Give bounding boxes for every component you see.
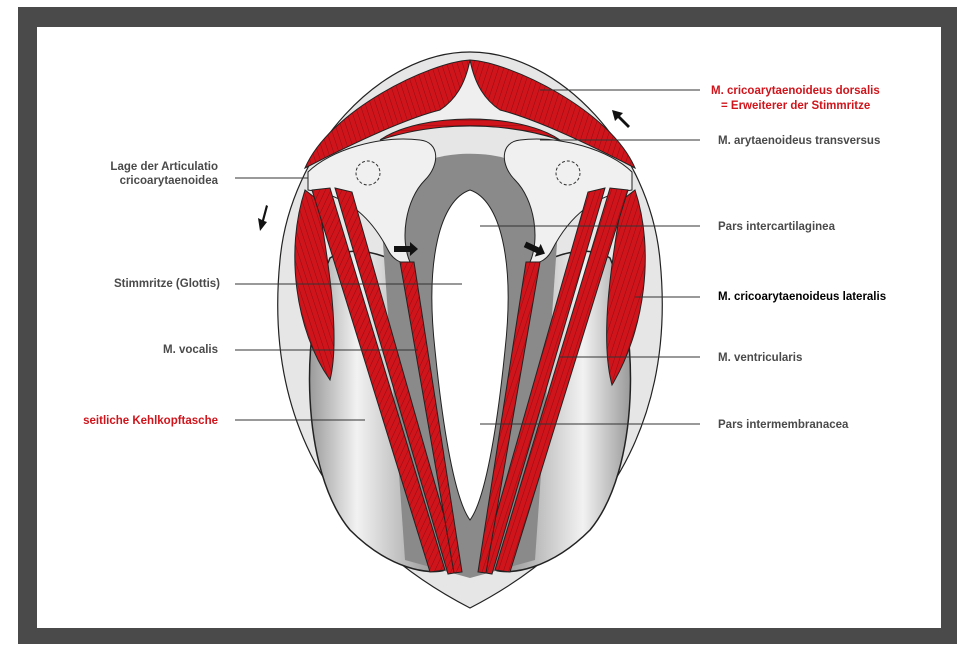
label-kehlkopftasche: seitliche Kehlkopftasche bbox=[48, 414, 218, 428]
label-intermembranacea: Pars intermembranacea bbox=[718, 418, 848, 432]
label-transversus: M. arytaenoideus transversus bbox=[718, 134, 880, 148]
arrow-icon-outer-right bbox=[612, 110, 630, 128]
arrow-icon-outer-left bbox=[258, 205, 268, 231]
label-dorsalis-line1: M. cricoarytaenoideus dorsalis bbox=[711, 84, 880, 98]
label-ventricularis: M. ventricularis bbox=[718, 351, 802, 365]
label-intercartilaginea: Pars intercartilaginea bbox=[718, 220, 835, 234]
label-dorsalis-line2: = Erweiterer der Stimmritze bbox=[721, 99, 870, 113]
label-articulatio-line1: Lage der Articulatio bbox=[92, 160, 218, 174]
label-vocalis: M. vocalis bbox=[90, 343, 218, 357]
label-glottis: Stimmritze (Glottis) bbox=[60, 277, 220, 291]
label-lateralis: M. cricoarytaenoideus lateralis bbox=[718, 290, 886, 304]
label-articulatio-line2: cricoarytaenoidea bbox=[92, 174, 218, 188]
